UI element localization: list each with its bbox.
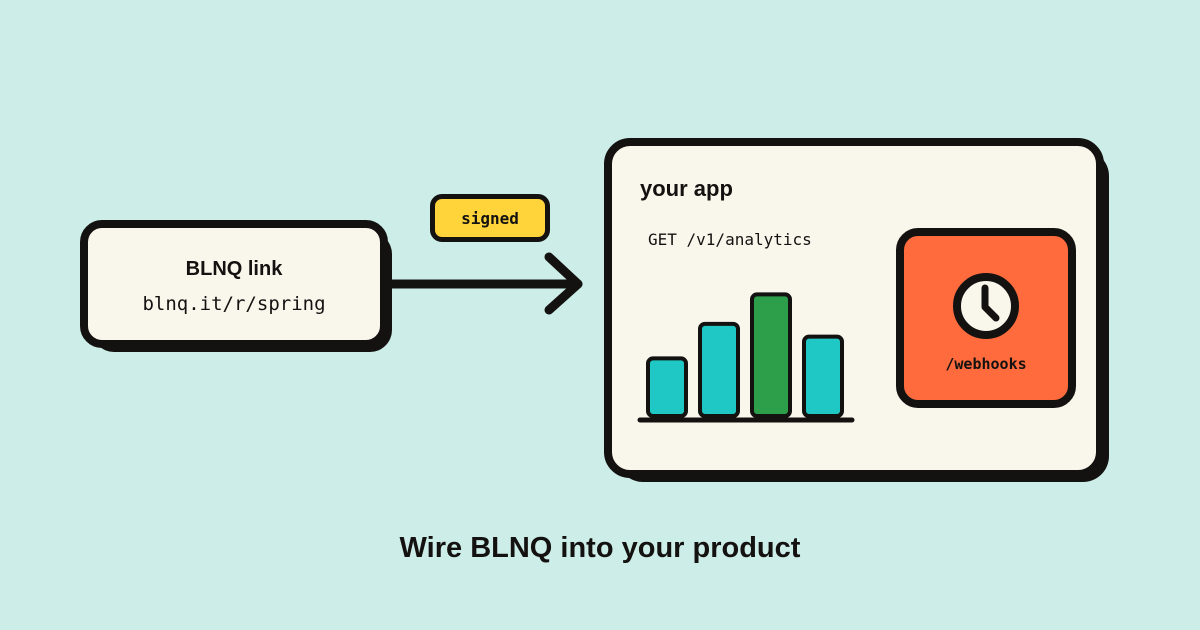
headline: Wire BLNQ into your product <box>399 532 801 564</box>
bar-3 <box>750 292 792 418</box>
bar-2 <box>698 321 740 419</box>
endpoint-label: GET /v1/analytics <box>648 230 812 249</box>
bar-4 <box>802 334 844 418</box>
webhooks-label: /webhooks <box>945 355 1027 373</box>
signed-badge: signed <box>430 194 550 242</box>
app-title: your app <box>640 176 733 201</box>
clock-icon <box>953 273 1019 339</box>
analytics-bar-chart <box>637 292 855 423</box>
link-title: BLNQ link <box>185 258 283 280</box>
arrow-right-icon <box>385 252 583 315</box>
link-url: blnq.it/r/spring <box>142 293 326 315</box>
bar-1 <box>646 356 688 418</box>
link-card <box>80 220 388 348</box>
bar-group <box>646 292 844 419</box>
